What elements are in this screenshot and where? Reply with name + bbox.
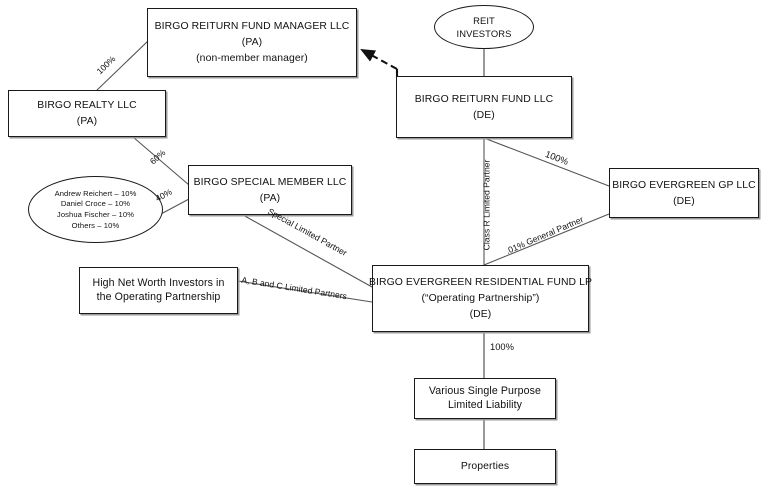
node-spe-llcs[interactable]: Various Single Purpose Limited Liability <box>414 378 556 419</box>
edge-fund-to-gp <box>483 137 610 187</box>
node-line: the Operating Partnership <box>96 291 221 303</box>
node-line: (PA) <box>76 116 98 127</box>
node-reiturn-fund-manager[interactable]: BIRGO REITURN FUND MANAGER LLC (PA) (non… <box>147 8 357 77</box>
node-line: (non-member manager) <box>196 53 308 64</box>
edge-label-owners-to-special-member: 40% <box>153 186 174 204</box>
edge-label-realty-to-manager: 100% <box>94 53 118 77</box>
edge-fund-to-manager-arrow <box>360 48 398 70</box>
node-reiturn-fund[interactable]: BIRGO REITURN FUND LLC (DE) <box>396 76 572 138</box>
node-birgo-realty[interactable]: BIRGO REALTY LLC (PA) <box>8 90 166 137</box>
edge-label-op-to-spe: 100% <box>490 341 514 352</box>
node-line: Others – 10% <box>71 220 120 230</box>
edge-label-hnw-to-op: A, B and C Limited Partners <box>240 274 348 302</box>
node-line: (DE) <box>673 195 695 207</box>
node-line: INVESTORS <box>456 27 512 39</box>
node-special-member[interactable]: BIRGO SPECIAL MEMBER LLC (PA) <box>188 165 352 215</box>
node-line: Daniel Croce – 10% <box>60 199 131 209</box>
node-properties[interactable]: Properties <box>414 449 556 484</box>
edge-label-fund-to-gp: 100% <box>543 148 571 167</box>
node-operating-partnership[interactable]: BIRGO EVERGREEN RESIDENTIAL FUND LP (“Op… <box>368 265 593 332</box>
node-line: Joshua Fischer – 10% <box>56 210 135 220</box>
node-line: REIT <box>473 14 495 26</box>
node-high-net-worth[interactable]: High Net Worth Investors in the Operatin… <box>79 267 238 314</box>
node-reit-investors[interactable]: REIT INVESTORS <box>434 5 534 49</box>
node-line: Various Single Purpose <box>428 384 542 397</box>
edge-label-realty-to-special-member: 60% <box>147 147 168 167</box>
node-line: (“Operating Partnership”) <box>421 293 540 304</box>
node-line: BIRGO REITURN FUND LLC <box>414 93 554 105</box>
node-line: (DE) <box>473 109 495 121</box>
node-line: High Net Worth Investors in <box>92 276 225 289</box>
node-line: (DE) <box>469 309 492 320</box>
node-line: Properties <box>460 461 510 472</box>
edge-label-fund-to-op-class-r: Class R Limited Partner <box>481 159 492 251</box>
node-line: (PA) <box>241 37 263 48</box>
node-evergreen-gp[interactable]: BIRGO EVERGREEN GP LLC (DE) <box>609 168 759 218</box>
node-line: BIRGO REALTY LLC <box>37 100 137 111</box>
edge-realty-to-special-member <box>132 136 190 186</box>
edge-label-gp-to-op: .01% General Partner <box>504 214 585 256</box>
node-line: Limited Liability <box>447 399 523 411</box>
node-line: BIRGO REITURN FUND MANAGER LLC <box>154 21 350 32</box>
node-line: (PA) <box>259 192 281 204</box>
node-line: BIRGO EVERGREEN RESIDENTIAL FUND LP <box>368 277 593 288</box>
node-individual-owners[interactable]: Andrew Reichert – 10% Daniel Croce – 10%… <box>28 176 163 243</box>
node-line: BIRGO SPECIAL MEMBER LLC <box>193 176 347 188</box>
node-line: BIRGO EVERGREEN GP LLC <box>612 179 756 191</box>
node-line: Andrew Reichert – 10% <box>54 188 137 198</box>
